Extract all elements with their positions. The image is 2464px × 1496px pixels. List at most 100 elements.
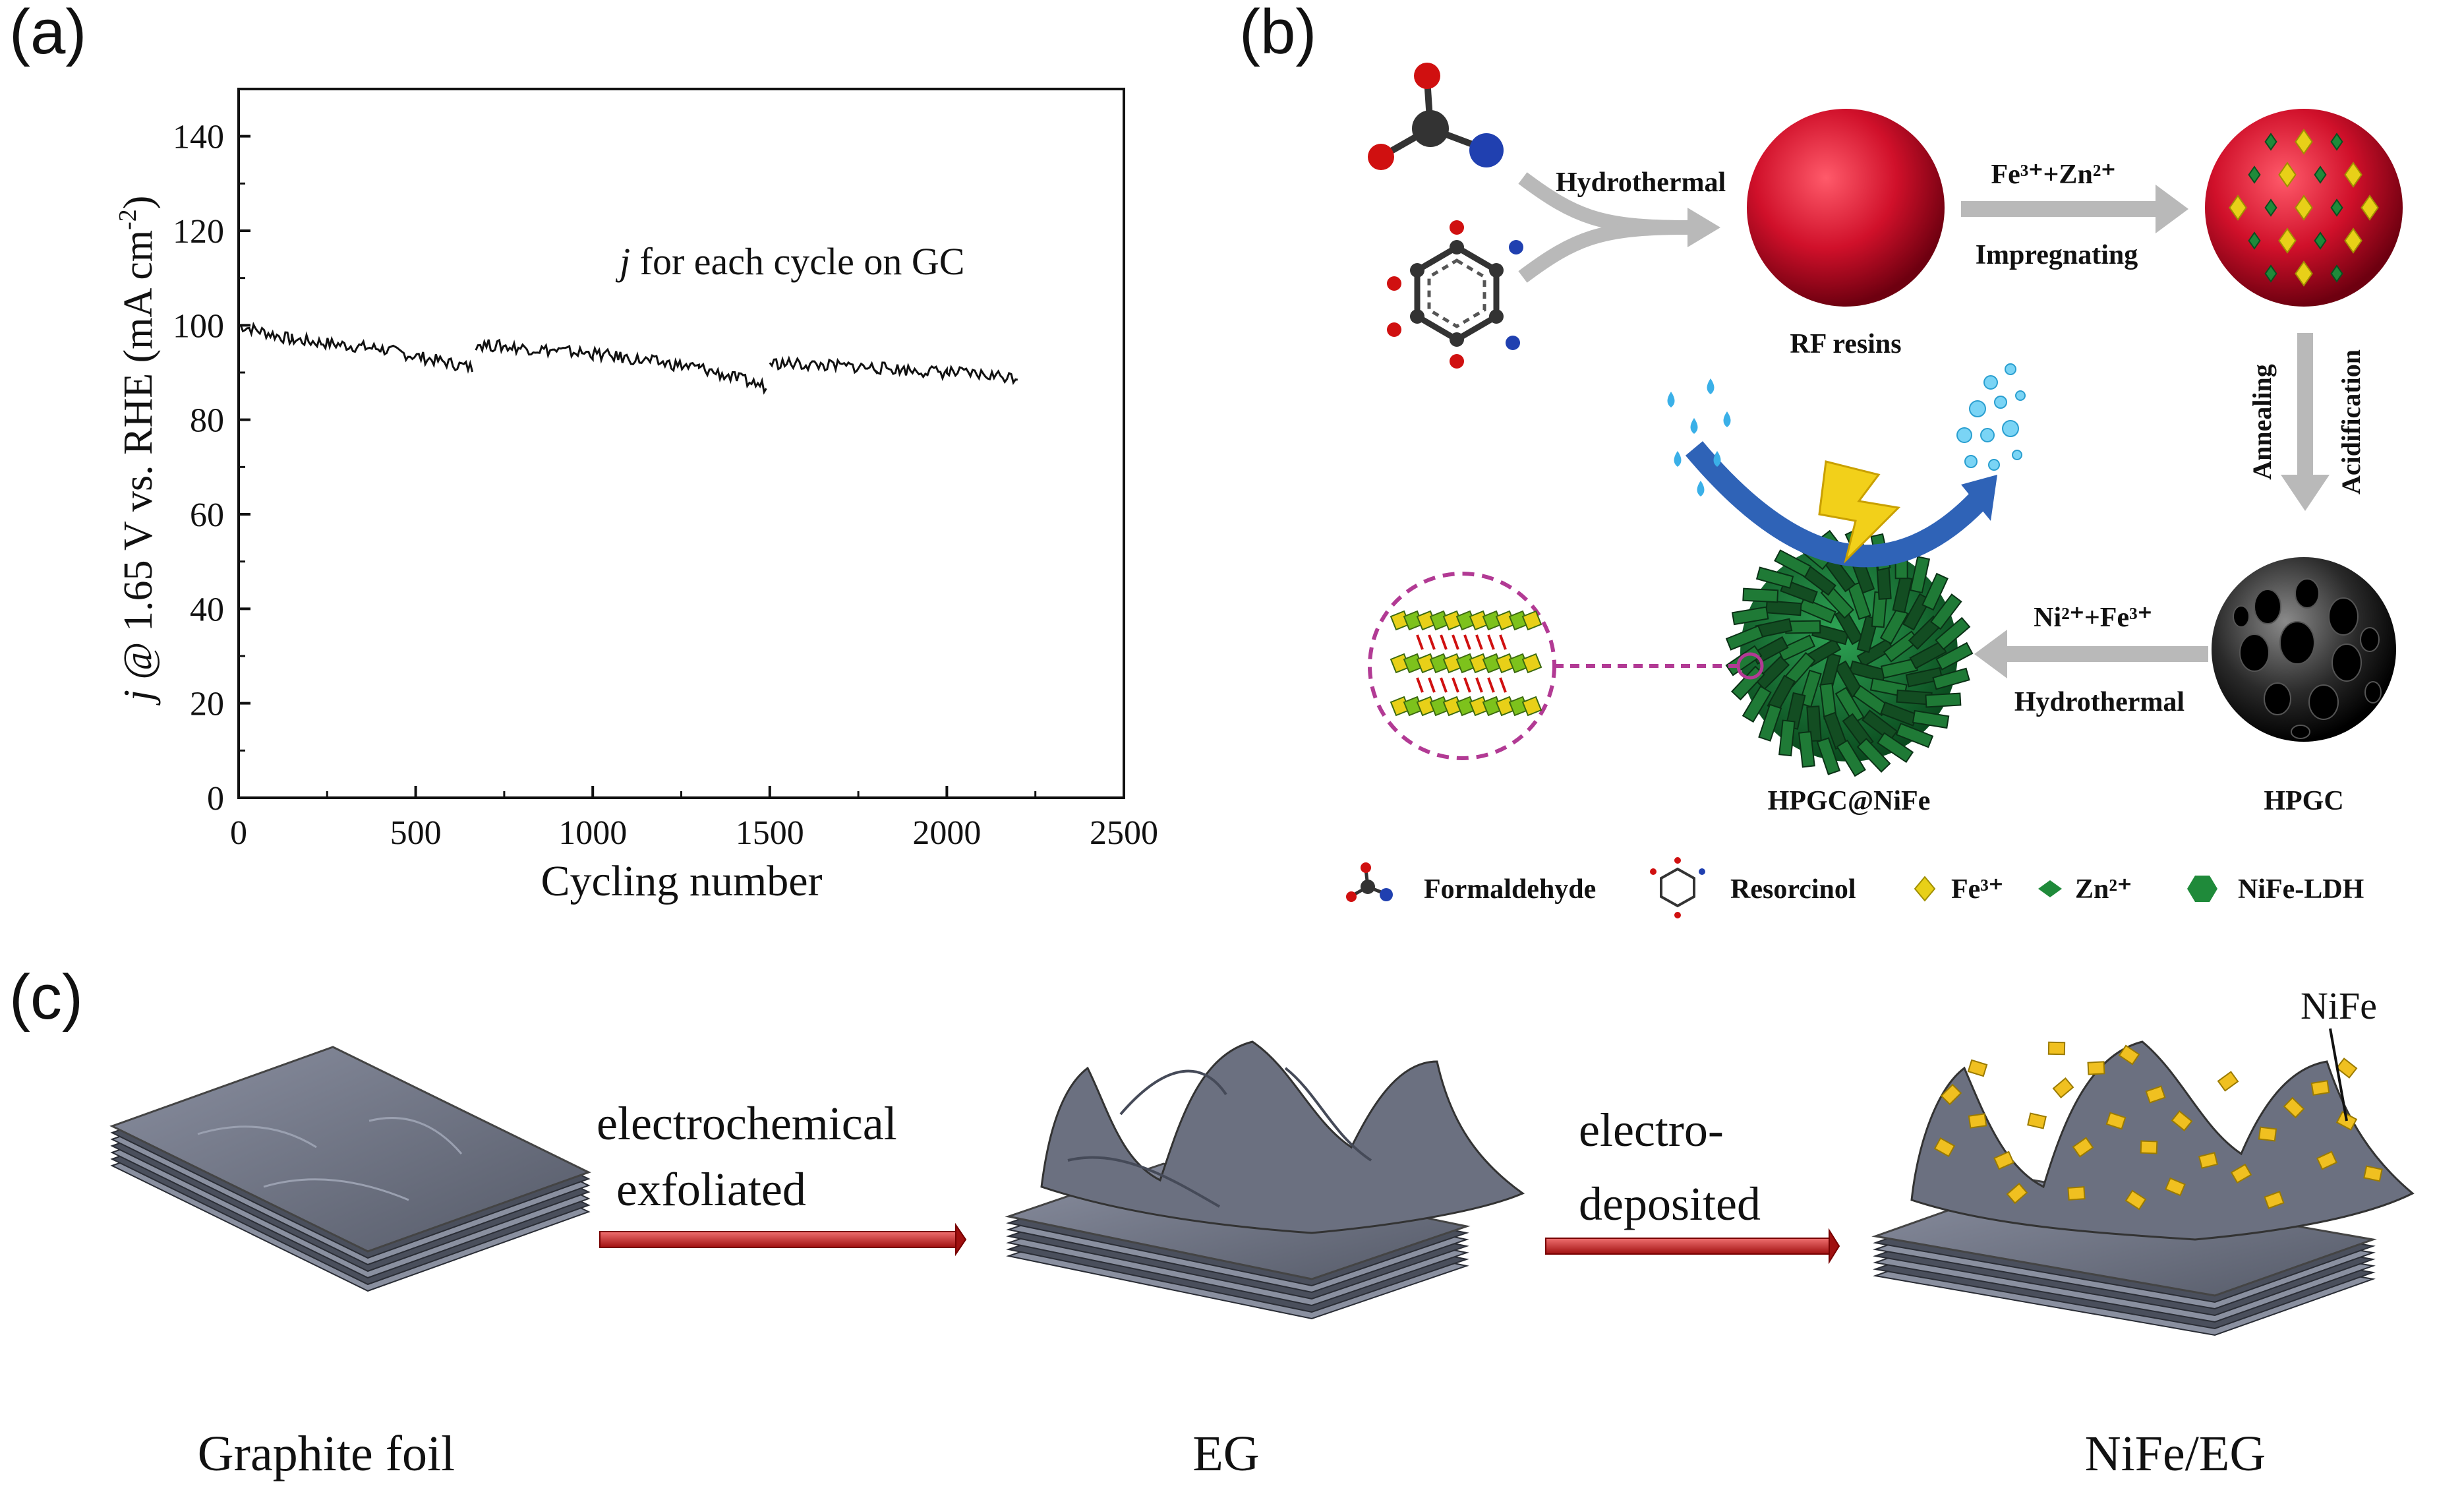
diagram-c: electrochemical exfoliated electro- depo… bbox=[109, 984, 2415, 1481]
nife-particle bbox=[2047, 1041, 2066, 1056]
zn-dopant bbox=[2248, 231, 2261, 250]
nife-particle bbox=[2310, 1080, 2330, 1096]
nife-particle bbox=[2052, 1077, 2074, 1099]
zn-dopant bbox=[2330, 264, 2343, 283]
y-tick-label: 40 bbox=[190, 591, 224, 628]
resorcinol-molecule-icon bbox=[1387, 220, 1523, 369]
interlayer-anion bbox=[1440, 634, 1448, 650]
zn-dopant bbox=[2248, 165, 2261, 184]
ldh-sheet bbox=[1910, 556, 1931, 594]
x-axis-title: Cycling number bbox=[541, 857, 822, 905]
zn-dopant bbox=[2314, 231, 2327, 250]
nife-particle bbox=[2258, 1126, 2277, 1142]
interlayer-anion bbox=[1487, 634, 1495, 650]
ldh-sheet bbox=[1755, 566, 1794, 589]
label-annealing: Annealing bbox=[2247, 364, 2277, 480]
x-tick-label: 2000 bbox=[912, 814, 981, 852]
nife-particle bbox=[1967, 1059, 1988, 1077]
nife-particle bbox=[2198, 1152, 2219, 1169]
nife-particle bbox=[2230, 1163, 2252, 1184]
pore bbox=[2295, 578, 2320, 609]
ldh-sheet bbox=[1905, 667, 1943, 688]
pore bbox=[2291, 725, 2310, 739]
zn-dopant bbox=[2330, 198, 2343, 217]
ldh-sheet bbox=[1932, 667, 1970, 690]
x-tick-label: 1000 bbox=[558, 814, 627, 852]
label-ni-fe: Ni²⁺+Fe³⁺ bbox=[2034, 603, 2152, 633]
zn-dopant bbox=[2330, 133, 2343, 151]
ldh-sheet bbox=[1836, 739, 1866, 777]
y-tick-label: 100 bbox=[173, 307, 224, 345]
pore bbox=[2364, 681, 2382, 703]
gas-bubble bbox=[1988, 459, 2000, 471]
nife-particle bbox=[2171, 1110, 2193, 1131]
gas-bubble bbox=[1956, 427, 1972, 443]
ldh-sheet bbox=[1774, 549, 1812, 578]
yellow-diamond-icon bbox=[1914, 876, 1936, 902]
ldh-layers bbox=[1390, 610, 1542, 717]
interlayer-anion bbox=[1463, 634, 1471, 650]
interlayer-anion bbox=[1487, 677, 1495, 693]
caption-eg: EG bbox=[1192, 1426, 1259, 1481]
exfoliation-arrow bbox=[599, 1222, 967, 1257]
series-line bbox=[238, 322, 474, 374]
interlayer-anion bbox=[1416, 634, 1424, 650]
water-drop bbox=[1667, 392, 1675, 407]
ldh-sheet bbox=[1935, 616, 1971, 650]
nife-eg-stack bbox=[1871, 1040, 2415, 1336]
series-line bbox=[769, 355, 1018, 386]
ldh-sheet bbox=[1725, 625, 1764, 651]
series-lines bbox=[238, 322, 1018, 395]
interlayer-anion bbox=[1440, 677, 1448, 693]
panel-label-b: (b) bbox=[1239, 0, 1317, 67]
step1-line2: exfoliated bbox=[616, 1163, 806, 1216]
label-impregnating: Impregnating bbox=[1976, 240, 2138, 270]
label-hpgc-nife: HPGC@NiFe bbox=[1768, 786, 1931, 816]
gas-bubble bbox=[1969, 400, 1986, 417]
nife-particle bbox=[1933, 1137, 1956, 1158]
impregnating-arrow bbox=[1961, 185, 2188, 233]
interlayer-anion bbox=[1499, 634, 1507, 650]
gas-bubble bbox=[2015, 390, 2026, 401]
nife-particle bbox=[2316, 1151, 2338, 1170]
x-tick-label: 0 bbox=[230, 814, 247, 852]
ldh-sheet bbox=[1778, 719, 1796, 757]
nife-particle bbox=[2125, 1189, 2147, 1211]
series-line bbox=[475, 338, 767, 395]
graphite-foil-stack bbox=[109, 1046, 591, 1292]
label-rf-resins: RF resins bbox=[1790, 329, 1901, 359]
lightning-icon bbox=[1818, 460, 1901, 564]
pore bbox=[2279, 621, 2315, 665]
formaldehyde-molecule-icon bbox=[1368, 63, 1504, 170]
nife-particle bbox=[2067, 1186, 2086, 1201]
eg-flakes bbox=[1040, 1040, 1525, 1234]
ldh-sheet bbox=[1862, 709, 1898, 742]
zn-dopant bbox=[2264, 264, 2277, 283]
ldh-sheet bbox=[1895, 723, 1934, 748]
caption-graphite-foil: Graphite foil bbox=[198, 1426, 455, 1481]
eg-stack bbox=[1005, 1040, 1525, 1320]
label-nife: NiFe bbox=[2301, 984, 2377, 1027]
water-drop bbox=[1697, 481, 1705, 496]
step1-line1: electrochemical bbox=[597, 1097, 897, 1150]
ldh-sheet bbox=[1798, 731, 1815, 768]
nife-particle bbox=[2027, 1112, 2047, 1129]
y-tick-label: 20 bbox=[190, 686, 224, 723]
nife-ldh-sheets bbox=[1725, 528, 1974, 777]
fe-dopant bbox=[2361, 194, 2379, 221]
nife-particles bbox=[1933, 1041, 2383, 1211]
water-drop bbox=[1707, 378, 1715, 394]
gas-bubble bbox=[1980, 428, 1995, 442]
ldh-slab bbox=[1521, 610, 1542, 631]
nife-particle bbox=[2072, 1137, 2094, 1158]
hpgc-pores bbox=[2233, 578, 2382, 739]
nife-particle bbox=[2006, 1182, 2028, 1205]
water-drop bbox=[1723, 411, 1731, 427]
pore bbox=[2360, 627, 2380, 652]
x-tick-label: 500 bbox=[390, 814, 442, 852]
chart-annotation: j for each cycle on GC bbox=[615, 240, 964, 283]
ldh-sheet bbox=[1758, 703, 1782, 742]
water-drop bbox=[1690, 418, 1698, 434]
